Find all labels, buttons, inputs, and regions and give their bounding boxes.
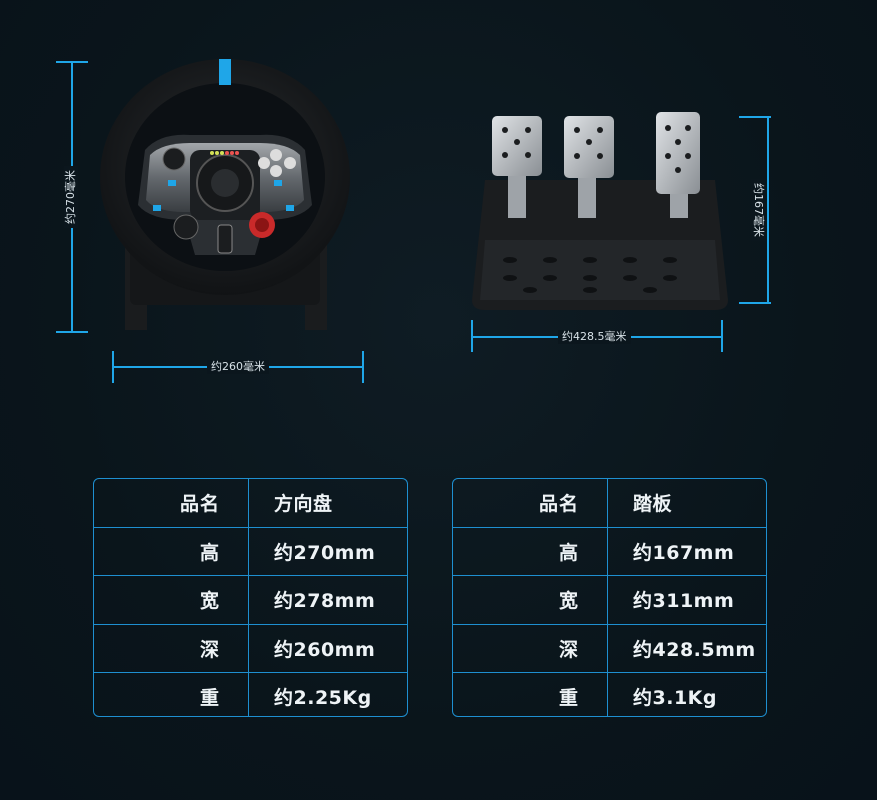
table-row: 品名 踏板 [453, 479, 766, 527]
table-cell-key: 高 [94, 527, 249, 575]
table-cell-key: 深 [453, 624, 608, 672]
table-row: 深 约260mm [94, 623, 407, 672]
table-cell-key: 宽 [453, 576, 608, 624]
table-cell-key: 重 [94, 673, 249, 716]
wheel-height-tick-top [56, 61, 88, 63]
table-cell-value: 约3.1Kg [633, 687, 717, 710]
table-cell-value: 约2.25Kg [274, 687, 372, 710]
table-cell-value: 约278mm [274, 590, 376, 613]
wheel-height-tick-bottom [56, 331, 88, 333]
pedal-width-label: 约428.5毫米 [558, 330, 631, 344]
wheel-width-tick-left [112, 351, 114, 383]
table-cell-value: 约428.5mm [633, 638, 756, 661]
steering-wheel-image [100, 59, 350, 330]
pedal-height-label: 约167毫米 [751, 179, 765, 241]
table-row: 重 约2.25Kg [94, 672, 407, 716]
table-cell-value: 约167mm [633, 541, 735, 564]
table-row: 宽 约311mm [453, 575, 766, 624]
table-cell-value: 约260mm [274, 638, 376, 661]
table-cell-value: 约270mm [274, 541, 376, 564]
wheel-spec-table: 品名 方向盘 高 约270mm 宽 约278mm 深 约260mm 重 约2.2… [93, 478, 408, 717]
pedal-spec-table: 品名 踏板 高 约167mm 宽 约311mm 深 约428.5mm 重 约3.… [452, 478, 767, 717]
pedals-image [472, 112, 728, 310]
table-cell-key: 宽 [94, 576, 249, 624]
table-row: 重 约3.1Kg [453, 672, 766, 716]
wheel-width-tick-right [362, 351, 364, 383]
table-row: 宽 约278mm [94, 575, 407, 624]
table-row: 高 约270mm [94, 526, 407, 575]
table-cell-key: 品名 [453, 479, 608, 527]
table-cell-value: 约311mm [633, 590, 735, 613]
pedal-height-tick-top [739, 116, 771, 118]
pedal-height-line [767, 117, 769, 303]
table-cell-value: 踏板 [633, 493, 673, 516]
pedal-width-tick-right [721, 320, 723, 352]
table-row: 深 约428.5mm [453, 623, 766, 672]
table-row: 高 约167mm [453, 526, 766, 575]
pedal-height-tick-bottom [739, 302, 771, 304]
table-cell-key: 重 [453, 673, 608, 716]
pedal-width-tick-left [471, 320, 473, 352]
table-cell-value: 方向盘 [274, 493, 333, 516]
table-row: 品名 方向盘 [94, 479, 407, 527]
wheel-height-label: 约270毫米 [64, 166, 78, 228]
wheel-width-label: 约260毫米 [207, 360, 269, 374]
table-cell-key: 品名 [94, 479, 249, 527]
table-cell-key: 深 [94, 624, 249, 672]
table-cell-key: 高 [453, 527, 608, 575]
